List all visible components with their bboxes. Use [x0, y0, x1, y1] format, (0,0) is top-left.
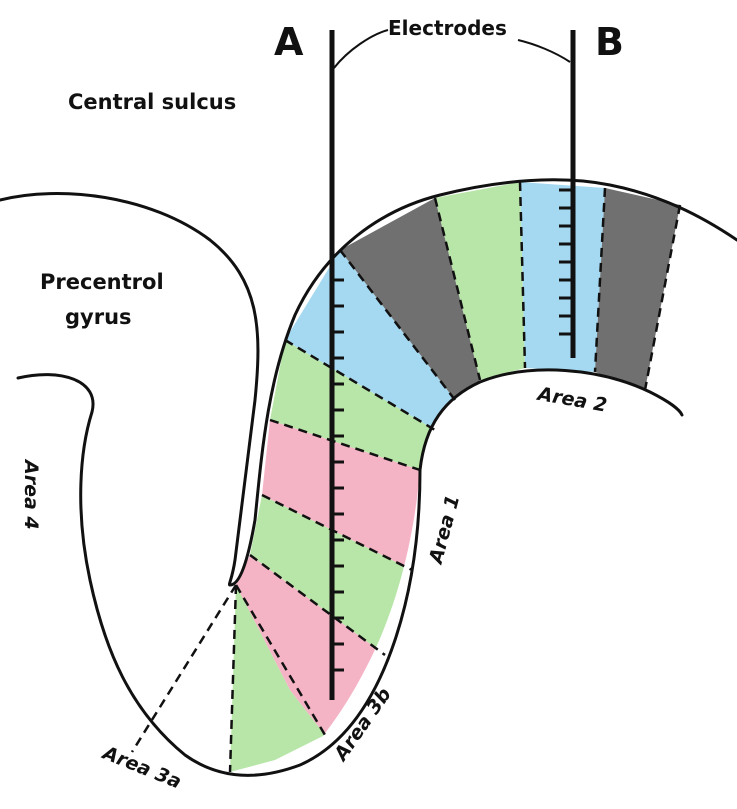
- precentral-gyrus-label-line2: gyrus: [65, 305, 132, 329]
- band-area-2-blue: [520, 182, 605, 372]
- band-area-2-gray: [595, 188, 680, 390]
- electrode-a-label: A: [274, 20, 303, 64]
- area-4-label: Area 4: [20, 460, 42, 530]
- central-sulcus-label: Central sulcus: [68, 90, 236, 114]
- electrode-b-label: B: [595, 20, 624, 64]
- electrodes-label: Electrodes: [388, 16, 507, 40]
- precentral-gyrus-label-line1: Precentrol: [40, 270, 164, 294]
